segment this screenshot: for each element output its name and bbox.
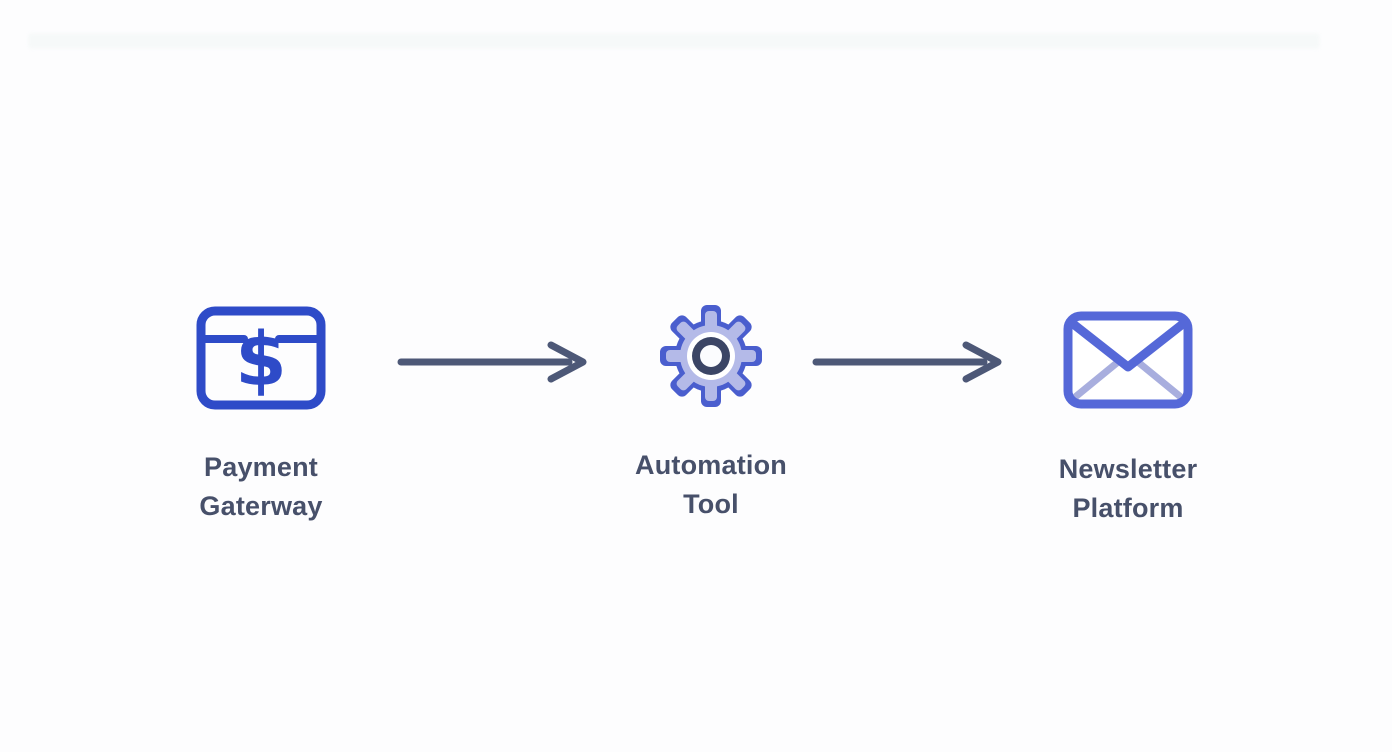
node-payment-gateway: $ Payment Gaterway bbox=[131, 304, 391, 526]
faint-watermark-band bbox=[28, 33, 1320, 49]
node-label-automation-tool: Automation Tool bbox=[635, 446, 787, 524]
envelope-icon bbox=[1062, 306, 1194, 414]
dollar-card-icon: $ bbox=[195, 304, 327, 412]
gear-icon bbox=[656, 302, 766, 410]
label-line: Platform bbox=[1072, 493, 1184, 523]
label-line: Automation bbox=[635, 450, 787, 480]
node-automation-tool: Automation Tool bbox=[581, 302, 841, 524]
dollar-glyph: $ bbox=[235, 317, 287, 403]
node-label-payment-gateway: Payment Gaterway bbox=[199, 448, 322, 526]
label-line: Newsletter bbox=[1058, 454, 1198, 484]
node-label-newsletter-platform: Newsletter Platform bbox=[1059, 450, 1198, 528]
label-line: Gaterway bbox=[199, 491, 323, 521]
arrow-right-icon bbox=[812, 340, 1004, 384]
label-line: Payment bbox=[204, 452, 318, 482]
node-newsletter-platform: Newsletter Platform bbox=[998, 306, 1258, 528]
arrow-right-icon bbox=[397, 340, 589, 384]
label-line: Tool bbox=[683, 489, 739, 519]
